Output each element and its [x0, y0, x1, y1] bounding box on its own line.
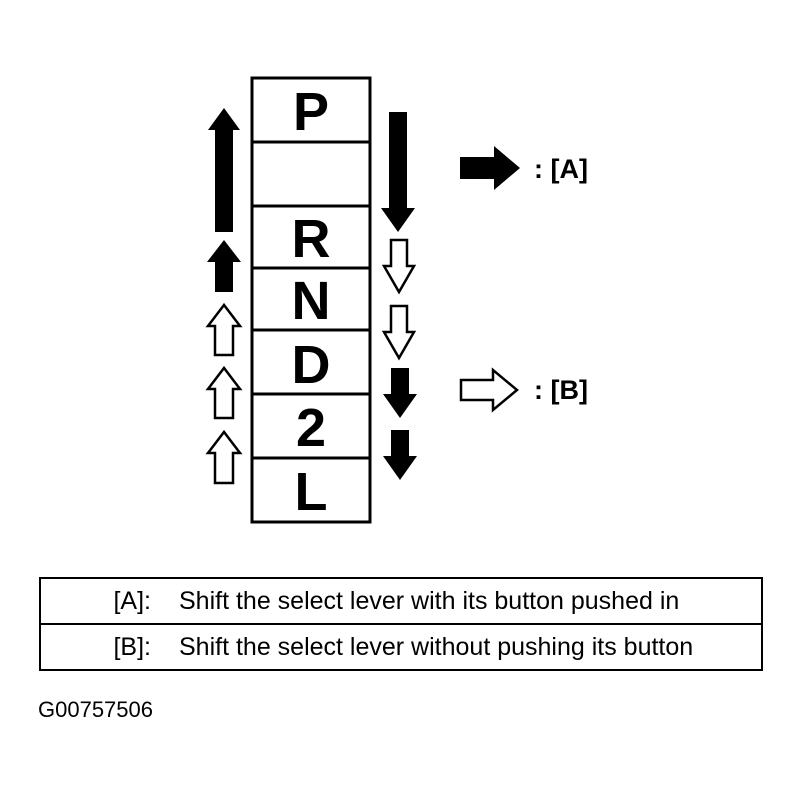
gear-position-l: L: [295, 462, 328, 522]
hollow-arrow-up-icon: [205, 365, 243, 420]
legend-key-a: [A]:: [39, 577, 155, 625]
legend-marker-b: : [B]: [459, 367, 588, 413]
solid-arrow-up-icon: [207, 240, 241, 292]
legend-key-b: [B]:: [39, 623, 155, 671]
gear-position-n: N: [292, 271, 331, 331]
legend-label-a: : [A]: [534, 154, 588, 184]
hollow-arrow-right-icon: [459, 367, 519, 413]
table-row: [A]: Shift the select lever with its but…: [39, 577, 763, 625]
legend-label-b: : [B]: [534, 375, 588, 405]
solid-arrow-up-icon: [208, 108, 240, 232]
solid-arrow-down-icon: [383, 430, 417, 480]
legend-marker-a: : [A]: [460, 146, 588, 190]
hollow-arrow-up-icon: [205, 302, 243, 357]
hollow-arrow-down-icon: [381, 304, 417, 361]
legend-description-a: Shift the select lever with its button p…: [155, 577, 763, 625]
solid-arrow-down-icon: [383, 368, 417, 418]
hollow-arrow-down-icon: [381, 238, 417, 295]
table-row: [B]: Shift the select lever without push…: [39, 623, 763, 671]
upshift-arrows: [205, 108, 243, 485]
downshift-arrows: [381, 112, 417, 480]
legend-table: [A]: Shift the select lever with its but…: [39, 577, 763, 671]
solid-arrow-down-icon: [381, 112, 415, 232]
shift-gate: P R N D 2 L: [250, 76, 372, 524]
figure-id: G00757506: [38, 697, 153, 722]
gear-position-p: P: [293, 82, 329, 142]
shift-pattern-diagram: P R N D 2 L : [A] : [: [205, 76, 588, 524]
gear-position-r: R: [292, 209, 331, 269]
solid-arrow-right-icon: [460, 146, 520, 190]
hollow-arrow-up-icon: [205, 429, 243, 485]
gear-position-d: D: [292, 335, 331, 395]
gear-position-2: 2: [296, 398, 326, 458]
legend-description-b: Shift the select lever without pushing i…: [155, 623, 763, 671]
